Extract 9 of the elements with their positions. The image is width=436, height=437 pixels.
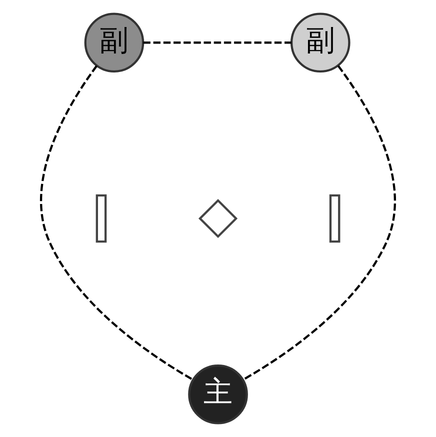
node-circle: 副 (290, 12, 350, 73)
node-bar (96, 194, 107, 243)
node-circle: 副 (84, 12, 144, 73)
connector (242, 65, 396, 381)
node-bar (329, 194, 340, 243)
node-cross (198, 198, 238, 238)
connector (40, 65, 194, 381)
node-circle: 主 (188, 364, 248, 424)
connector (143, 42, 292, 44)
